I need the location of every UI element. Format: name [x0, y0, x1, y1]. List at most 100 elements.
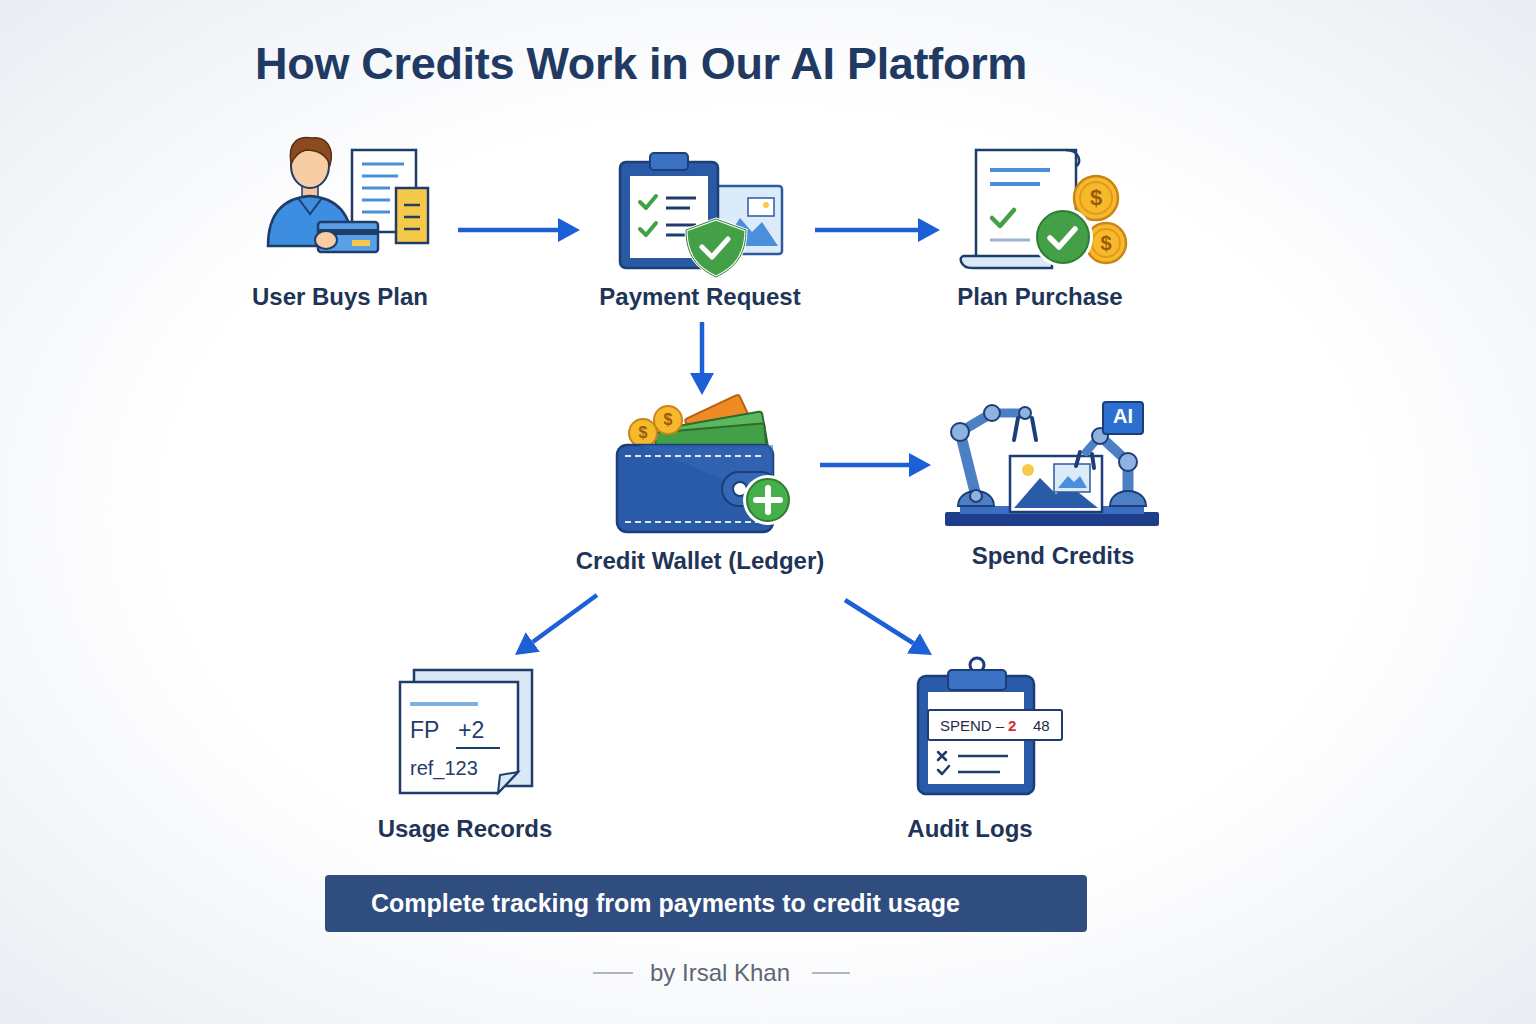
scroll-base: [961, 256, 1052, 268]
author-credit: by Irsal Khan: [600, 958, 840, 988]
badge-check: [1050, 229, 1075, 247]
byline-rule: [593, 972, 633, 974]
shirt-collar: [298, 198, 322, 214]
receipt-line: [404, 216, 420, 219]
check-mark: [938, 766, 949, 774]
record-code: FP: [410, 717, 439, 745]
card-chip: [352, 240, 370, 246]
document-line: [362, 199, 390, 202]
check-mark: [640, 196, 656, 208]
step-label: Credit Wallet (Ledger): [550, 547, 850, 576]
coin-rim: [1080, 182, 1112, 214]
flow-arrow: [815, 228, 918, 233]
ai-badge: [1103, 402, 1143, 434]
coin-symbol: $: [658, 409, 678, 431]
receipt-sheet: [396, 188, 428, 243]
step-label: Payment Request: [590, 283, 810, 312]
receipt-scroll: [976, 150, 1076, 260]
flow-arrow: [458, 228, 558, 233]
document-line: [362, 211, 390, 214]
photo-thumb: [748, 198, 774, 216]
byline-rule: [812, 972, 850, 974]
step-label: Spend Credits: [933, 542, 1173, 571]
record-line: [410, 702, 478, 706]
coin-symbol: $: [633, 422, 653, 444]
diagram-title: How Credits Work in Our AI Platform: [255, 38, 1027, 90]
robot-gripper: [1076, 452, 1094, 468]
robot-base: [958, 491, 994, 506]
receipt-line: [990, 168, 1050, 172]
robot-joint: [1019, 407, 1031, 419]
flow-arrow: [820, 463, 909, 468]
ledger-node: Credit Wallet (Ledger): [550, 395, 850, 590]
coin-rim: [1092, 229, 1120, 257]
thumb-mountain: [1058, 476, 1087, 488]
image-sun: [1022, 464, 1034, 476]
robot-platform: [945, 512, 1159, 526]
ai-robot-icon: [945, 402, 1159, 526]
receipt-line: [404, 228, 420, 231]
badge-ring: [1033, 207, 1093, 267]
caption-text: Complete tracking from payments to credi…: [371, 888, 960, 918]
step-node: User Buys Plan: [240, 128, 440, 318]
caption-band: Complete tracking from payments to credi…: [325, 875, 1087, 932]
receipt-line: [404, 204, 420, 207]
image-thumb: [1054, 464, 1090, 492]
payment-request-icon: [620, 153, 782, 277]
shield-check: [702, 239, 728, 257]
shield-outline: [686, 219, 746, 277]
ai-badge-text: AI: [1103, 404, 1143, 428]
front-sheet: [400, 682, 518, 793]
user-icon: [268, 138, 428, 252]
step-label: Usage Records: [370, 815, 560, 844]
list-line: [666, 207, 690, 210]
add-badge: [747, 479, 789, 521]
log-line: [958, 755, 1008, 758]
check-mark: [992, 210, 1014, 226]
log-entry-strip: [928, 710, 1062, 740]
flow-arrow: [700, 322, 705, 373]
coin-symbol: $: [1096, 231, 1116, 255]
document-line: [362, 163, 404, 166]
log-node: SPEND –248Audit Logs: [875, 655, 1065, 850]
robot-joint: [1119, 453, 1137, 471]
log-amount: 2: [1008, 717, 1016, 735]
clipboard-clip: [948, 670, 1006, 690]
list-line: [666, 197, 696, 200]
usage-records-icon: [400, 670, 532, 793]
cross-mark: [938, 752, 946, 760]
robot-base: [1110, 491, 1146, 506]
folded-corner: [498, 772, 518, 793]
log-line: [958, 771, 1000, 774]
step-node: AI Spend Credits: [933, 395, 1173, 585]
receipt-line: [990, 239, 1030, 242]
document-line: [362, 175, 398, 178]
log-action: SPEND –: [940, 717, 1004, 735]
audit-logs-icon: [918, 658, 1062, 794]
clipboard-clip: [650, 153, 688, 170]
plan-purchase-icon: [961, 150, 1126, 268]
approval-shield: [686, 219, 746, 277]
robot-joint: [970, 490, 982, 502]
flow-arrow: [533, 595, 597, 642]
gold-coin: [629, 419, 657, 447]
wallet-icon: [617, 394, 793, 532]
record-node: FP +2 ref_123Usage Records: [370, 655, 560, 850]
record-ref: ref_123: [410, 756, 478, 780]
flow-arrow: [845, 600, 913, 643]
wallet-stitch: [625, 521, 765, 523]
list-line: [666, 234, 686, 237]
wallet-stitch: [625, 455, 765, 457]
photo-sun: [763, 202, 769, 208]
record-amount: +2: [458, 717, 484, 745]
gold-coin: [654, 406, 682, 434]
person-hand: [315, 231, 337, 249]
step-label: Audit Logs: [875, 815, 1065, 844]
amount-underline: [456, 747, 500, 749]
receipt-line: [990, 182, 1040, 186]
robot-joint: [984, 405, 1000, 421]
